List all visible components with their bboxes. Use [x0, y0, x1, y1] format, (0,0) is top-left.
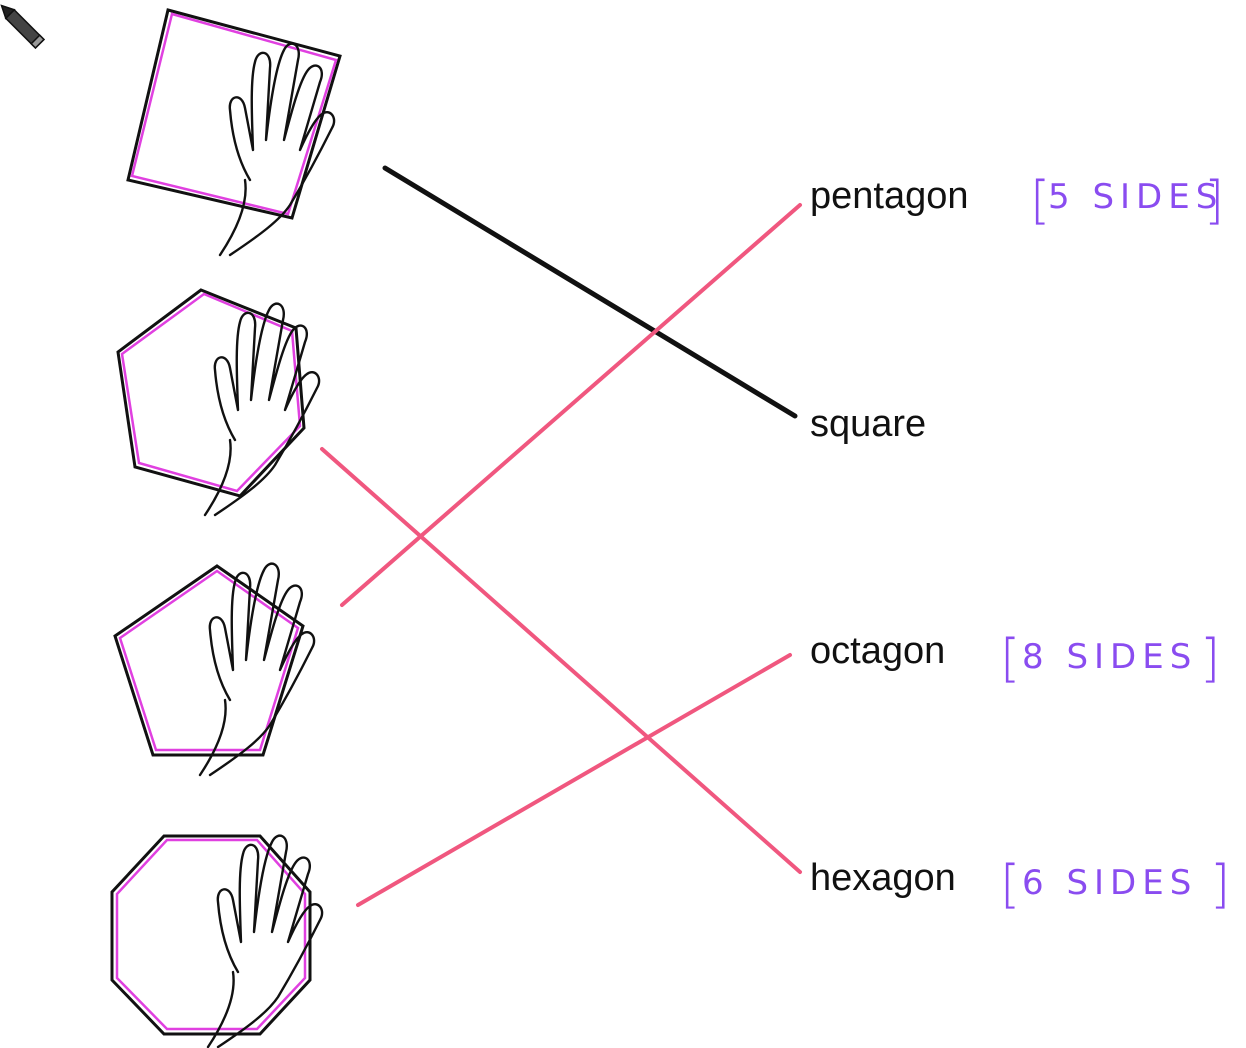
- note-pentagon: [ 5 SIDES ]: [1030, 171, 1224, 231]
- svg-text:]: ]: [1204, 171, 1224, 231]
- word-octagon[interactable]: octagon: [810, 630, 945, 672]
- note-hexagon-text: 6 SIDES: [1022, 863, 1197, 903]
- note-pentagon-text: 5 SIDES: [1048, 177, 1223, 217]
- svg-text:[: [: [1000, 855, 1020, 915]
- svg-text:]: ]: [1200, 629, 1220, 689]
- svg-text:]: ]: [1210, 855, 1230, 915]
- match-line-square: [382, 165, 798, 419]
- match-line-octagon: [356, 653, 792, 907]
- note-octagon: [ 8 SIDES ]: [1000, 629, 1220, 689]
- word-pentagon[interactable]: pentagon: [810, 175, 969, 217]
- word-hexagon[interactable]: hexagon: [810, 857, 956, 899]
- pentagon-shape[interactable]: [113, 562, 316, 777]
- svg-text:[: [: [1000, 629, 1020, 689]
- word-square[interactable]: square: [810, 403, 926, 445]
- square-shape[interactable]: [126, 8, 342, 257]
- note-octagon-text: 8 SIDES: [1022, 637, 1197, 677]
- hexagon-shape[interactable]: [116, 288, 321, 517]
- match-line-hexagon: [320, 447, 802, 874]
- octagon-shape[interactable]: [110, 834, 324, 1048]
- note-hexagon: [ 6 SIDES ]: [1000, 855, 1230, 915]
- match-line-pentagon: [340, 203, 802, 607]
- svg-text:[: [: [1030, 171, 1050, 231]
- pencil-icon: [0, 4, 46, 50]
